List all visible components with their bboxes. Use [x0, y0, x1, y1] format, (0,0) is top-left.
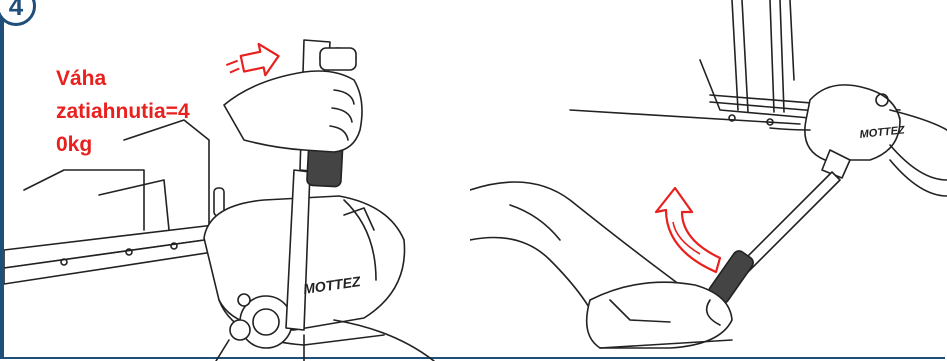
torque-weight-note: Váha zatiahnutia=4 0kg — [56, 62, 216, 161]
foot-tightening-lever-drawing: MOTTEZ — [470, 0, 947, 361]
right-illustration: MOTTEZ — [470, 0, 947, 361]
hand-pushing-lever-drawing: MOTTEZ — [4, 0, 464, 361]
arrow-right-icon — [226, 40, 282, 79]
curved-arrow-up-icon — [656, 188, 720, 272]
left-illustration: MOTTEZ Váha zatiahnutia=4 0kg — [4, 0, 464, 361]
